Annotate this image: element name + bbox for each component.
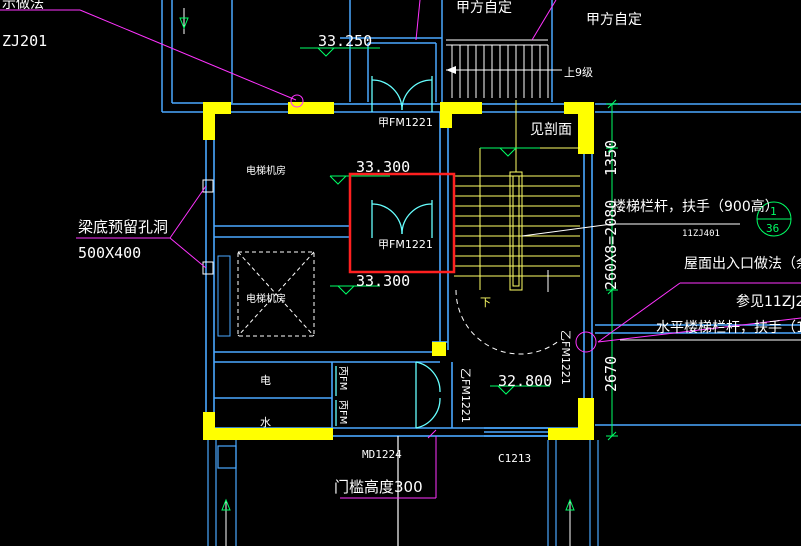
- level-upper: 33.300: [356, 158, 410, 176]
- detail-number: 1: [770, 205, 777, 218]
- leader-lines: [0, 0, 801, 499]
- arrow-down-icon: [179, 17, 189, 30]
- horizontal-rail-label: 水平楼梯栏杆，扶手（110: [656, 320, 801, 336]
- dimension-1: 1350: [602, 140, 620, 176]
- arrow-up-icon: [221, 498, 231, 511]
- roof-exit-label: 屋面出入口做法（余: [684, 255, 801, 272]
- machine-room-lower: 电梯机房: [246, 292, 286, 305]
- stair-rail-label: 楼梯栏杆，扶手（900高）: [612, 198, 779, 215]
- see-ref-label: 参见11ZJ2: [736, 293, 801, 310]
- lower-structure: [207, 436, 599, 546]
- doors: [335, 76, 441, 429]
- outer-walls: [161, 0, 801, 426]
- top-center-note: 甲方自定: [456, 0, 512, 16]
- upper-stair: [446, 39, 562, 98]
- machine-room-upper: 电梯机房: [246, 164, 286, 177]
- arrow-up-icon: [565, 498, 575, 511]
- rail-leader: [521, 201, 801, 341]
- see-section-label: 见剖面: [530, 122, 572, 138]
- door-center-label: 甲FM1221: [378, 238, 433, 251]
- dimension-lines: [606, 99, 618, 441]
- up-steps-label: 上9级: [564, 66, 593, 79]
- stair-down-label: 下: [480, 296, 491, 309]
- water-room-label: 水: [260, 416, 271, 429]
- door-top-label: 甲FM1221: [378, 116, 433, 129]
- wall-hole-marks: [202, 179, 214, 275]
- dimension-3: 2670: [602, 356, 620, 392]
- elevator-shaft: [217, 251, 315, 337]
- shaft-door-label-2: 丙FM: [337, 400, 348, 424]
- beam-hole-title: 梁底预留孔洞: [78, 218, 168, 236]
- rail-code: 11ZJ401: [682, 229, 720, 239]
- columns: [203, 102, 594, 440]
- dimension-2: 260X8=2080: [602, 200, 620, 290]
- level-markers: [300, 47, 550, 395]
- beam-hole-size: 500X400: [78, 244, 141, 262]
- elec-room-label: 电: [260, 374, 271, 387]
- highlight-box: [348, 172, 456, 274]
- window-bottom-label: C1213: [498, 452, 531, 465]
- threshold-label: 门槛高度300: [334, 478, 423, 496]
- stair-swing: [455, 270, 561, 355]
- top-right-note: 甲方自定: [586, 12, 642, 28]
- arrow-icon: [446, 66, 456, 74]
- wall-arrows: [183, 8, 571, 546]
- door-left-label: 乙FM1221: [459, 368, 472, 423]
- level-stair: 32.800: [498, 372, 552, 390]
- detail-sheet: 36: [766, 222, 779, 235]
- door-right-label: 乙FM1221: [559, 330, 572, 385]
- top-left-code: ZJ201: [2, 32, 47, 50]
- level-lower: 33.300: [356, 272, 410, 290]
- stair: [454, 100, 580, 291]
- door-bottom-label: MD1224: [362, 448, 402, 461]
- shaft-door-label-1: 丙FM: [337, 366, 348, 390]
- top-left-text: 示做法: [2, 0, 44, 12]
- level-top: 33.250: [318, 32, 372, 50]
